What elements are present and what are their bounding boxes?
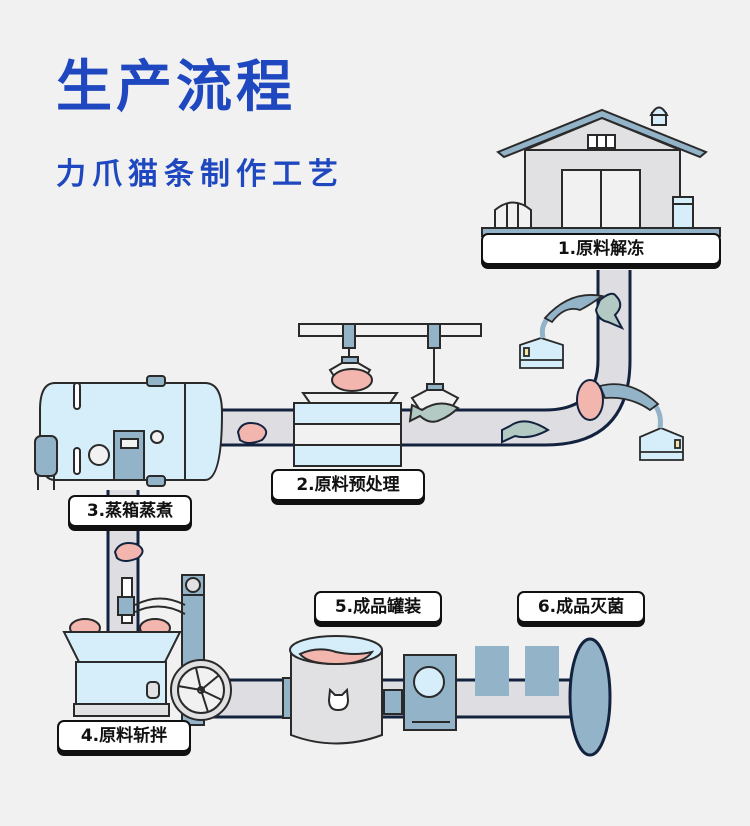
meat-on-conveyor: [236, 422, 268, 444]
fish-falling: [594, 292, 625, 331]
canning-machine: [282, 635, 457, 745]
meat-falling: [576, 379, 604, 421]
step-label-pretreatment: 2.原料预处理: [271, 469, 425, 501]
step-label-chopping: 4.原料斩拌: [57, 720, 191, 752]
step-label-canning: 5.成品罐装: [314, 591, 442, 623]
thawing-tank-left: [519, 294, 605, 369]
step-label-steaming: 3.蒸箱蒸煮: [68, 495, 192, 527]
fish-on-conveyor: [501, 420, 550, 444]
chopping-machine: [62, 574, 232, 726]
step-label-sterilization: 6.成品灭菌: [517, 591, 645, 623]
thawing-tank-right: [598, 383, 684, 461]
step-label-thawing: 1.原料解冻: [481, 233, 721, 265]
meat-in-pipe: [113, 542, 144, 562]
page-subtitle: 力爪猫条制作工艺: [56, 157, 344, 192]
sterilization-unit: [475, 637, 612, 757]
pretreatment-machine: [293, 323, 482, 467]
steam-box: [34, 375, 224, 490]
page-title: 生产流程: [56, 55, 296, 120]
warehouse-building: [481, 106, 721, 237]
